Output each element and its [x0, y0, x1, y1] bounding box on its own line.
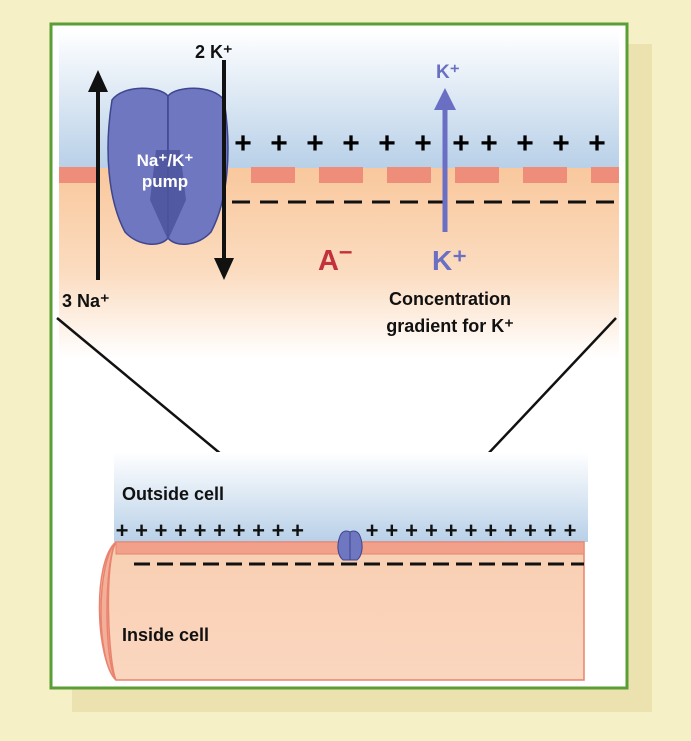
plus-charge: +	[452, 127, 470, 160]
pump-label: Na⁺/K⁺	[137, 151, 194, 170]
plus-charge: +	[445, 518, 458, 543]
gradient-label: Concentration	[389, 289, 511, 309]
plus-charge: +	[425, 518, 438, 543]
plus-charge: +	[414, 127, 432, 160]
k-leak-arrowhead	[434, 88, 456, 110]
zoomed-membrane-view: + + + + + + + + + + + Na⁺/K⁺ pump 2 K⁺	[59, 30, 619, 358]
plus-charge: +	[516, 127, 534, 160]
plus-charge: +	[291, 518, 304, 543]
plus-charge: +	[385, 518, 398, 543]
plus-charge: +	[465, 518, 478, 543]
plus-charge: +	[234, 127, 252, 160]
plus-charge: +	[588, 127, 606, 160]
cell-positive-charges: +++++++++++++++++++++	[116, 518, 577, 543]
outside-cell-label: Outside cell	[122, 484, 224, 504]
plus-charge: +	[544, 518, 557, 543]
plus-charge: +	[233, 518, 246, 543]
na-k-pump-small-icon	[337, 530, 363, 561]
plus-charge: +	[213, 518, 226, 543]
zoom-positive-charges: + + + + + + + + + + +	[234, 127, 606, 160]
na-out-label: 3 Na⁺	[62, 291, 110, 311]
plus-charge: +	[366, 518, 379, 543]
k-inside-label: K⁺	[432, 245, 467, 276]
plus-charge: +	[174, 518, 187, 543]
k-influx-arrowhead	[214, 258, 234, 280]
plus-charge: +	[405, 518, 418, 543]
pump-label: pump	[142, 172, 188, 191]
k-in-label: 2 K⁺	[195, 42, 233, 62]
k-leak-label: K⁺	[436, 62, 460, 83]
plus-charge: +	[564, 518, 577, 543]
plus-charge: +	[480, 127, 498, 160]
plus-charge: +	[552, 127, 570, 160]
na-efflux-arrowhead	[88, 70, 108, 92]
plus-charge: +	[272, 518, 285, 543]
plus-charge: +	[135, 518, 148, 543]
anion-label: A–	[318, 238, 352, 277]
plus-charge: +	[155, 518, 168, 543]
plus-charge: +	[342, 127, 360, 160]
plus-charge: +	[524, 518, 537, 543]
plus-charge: +	[194, 518, 207, 543]
plus-charge: +	[504, 518, 517, 543]
gradient-label: gradient for K⁺	[386, 316, 514, 336]
plus-charge: +	[116, 518, 129, 543]
zoom-membrane	[59, 167, 619, 183]
plus-charge: +	[484, 518, 497, 543]
cell-view: +++++++++++++++++++++ Outside cell Insid…	[98, 452, 588, 681]
plus-charge: +	[378, 127, 396, 160]
plus-charge: +	[270, 127, 288, 160]
plus-charge: +	[252, 518, 265, 543]
cell-outside-fluid	[114, 452, 588, 542]
inside-cell-label: Inside cell	[122, 625, 209, 645]
na-k-pump-icon: Na⁺/K⁺ pump	[107, 87, 229, 245]
plus-charge: +	[306, 127, 324, 160]
